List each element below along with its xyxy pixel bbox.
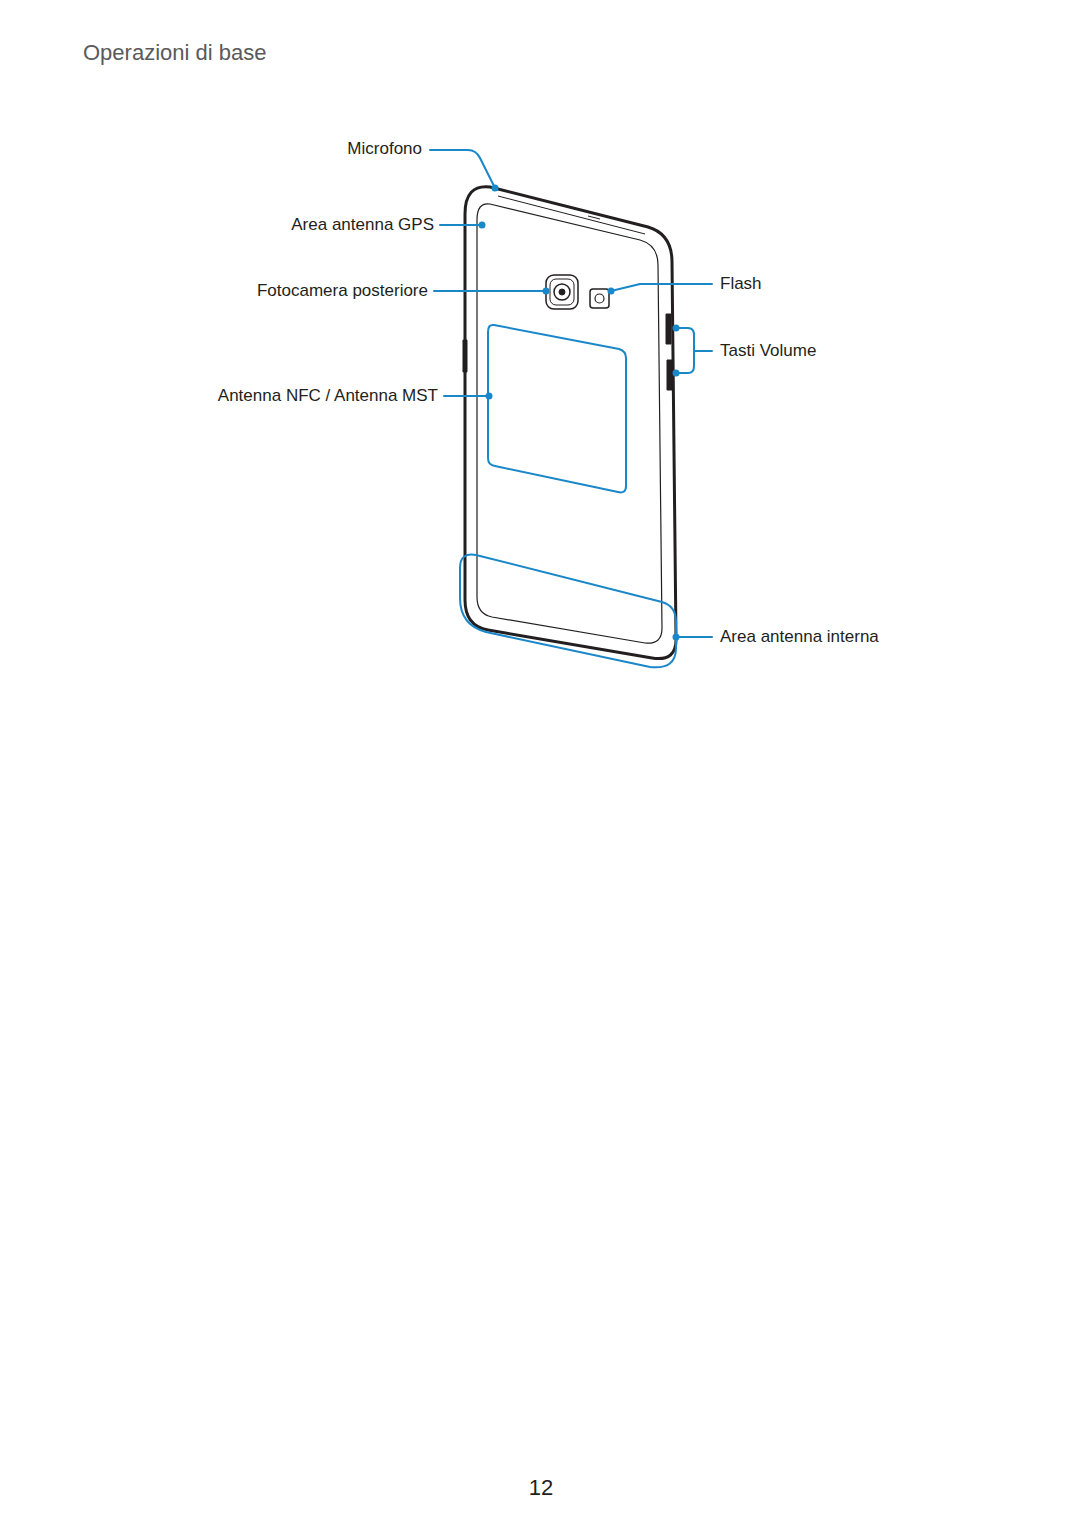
internal-antenna-area <box>460 555 676 668</box>
part-label: Microfono <box>347 139 422 159</box>
side-key <box>463 340 467 372</box>
part-label: Fotocamera posteriore <box>257 281 428 301</box>
phone-back-edge <box>477 204 662 643</box>
leader-dots <box>479 185 680 641</box>
leader-line <box>444 395 489 397</box>
part-label: Tasti Volume <box>720 341 816 361</box>
leader-line <box>434 290 546 292</box>
part-label: Area antenna GPS <box>291 215 434 235</box>
part-label: Antenna NFC / Antenna MST <box>218 386 438 406</box>
volume-bracket <box>676 328 712 373</box>
leader-line <box>440 224 482 226</box>
page-number: 12 <box>529 1475 553 1501</box>
top-edge <box>498 196 645 234</box>
part-label: Area antenna interna <box>720 627 879 647</box>
phone-outline <box>465 187 676 659</box>
volume-up <box>666 314 671 344</box>
leader-line <box>611 284 712 291</box>
flash <box>590 289 609 308</box>
nfc-area <box>488 325 626 493</box>
volume-down <box>667 360 672 390</box>
part-label: Flash <box>720 274 762 294</box>
sim-slot <box>588 216 600 219</box>
rear-camera <box>546 275 578 309</box>
leader-line <box>676 636 712 638</box>
page-header: Operazioni di base <box>83 40 266 66</box>
leader-line <box>430 150 495 188</box>
